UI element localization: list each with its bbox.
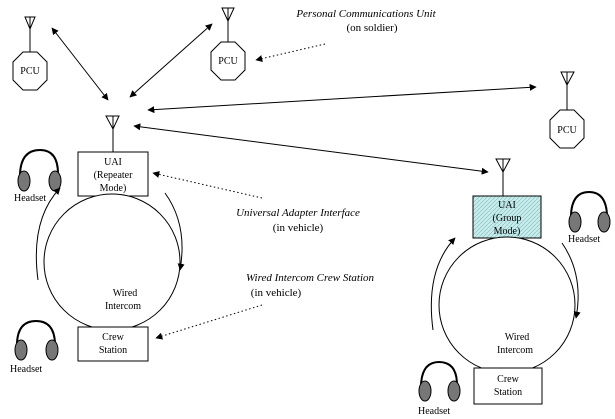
pcu-label: PCU — [218, 56, 238, 67]
headset-label: Headset — [568, 234, 600, 245]
pcu-unit-1: PCU — [12, 16, 48, 91]
crew-station-box: Crew Station — [473, 367, 543, 405]
uai-repeater-line-1: UAI — [104, 157, 122, 168]
uai-group-line-3: Mode) — [494, 226, 521, 237]
headset-label: Headset — [418, 406, 450, 417]
crew-station-box: Crew Station — [77, 326, 149, 362]
annotation-uai-title: Universal Adapter Interface — [236, 207, 360, 219]
uai-repeater-line-3: Mode) — [100, 183, 127, 194]
uai-group-line-2: (Group — [493, 213, 522, 224]
wireless-links — [51, 23, 537, 175]
crew-station-line-2: Station — [99, 345, 127, 356]
annotation-crew-sub: (in vehicle) — [251, 287, 302, 299]
link-uai-group — [133, 123, 489, 175]
wired-intercom-line-2: Intercom — [497, 345, 533, 356]
pcu-unit-2: PCU — [210, 7, 246, 81]
pcu-label: PCU — [20, 66, 40, 77]
headset-icon — [14, 319, 59, 361]
annotation-crew-title: Wired Intercom Crew Station — [246, 272, 375, 284]
crew-station-line-1: Crew — [102, 332, 124, 343]
headset-icon — [568, 190, 611, 233]
headset-label: Headset — [10, 364, 42, 375]
link-pcu3-uai — [147, 83, 537, 114]
crew-station-line-2: Station — [494, 387, 522, 398]
antenna-icon — [495, 158, 511, 196]
headset-label: Headset — [14, 193, 46, 204]
antenna-icon — [560, 71, 575, 110]
annotation-pcu-title: Personal Communications Unit — [295, 8, 436, 20]
annotation-uai-sub: (in vehicle) — [273, 222, 324, 234]
uai-repeater-box: UAI (Repeater Mode) — [77, 151, 149, 197]
link-pcu2-uai — [129, 23, 213, 98]
crew-station-line-1: Crew — [497, 374, 519, 385]
antenna-icon — [24, 16, 36, 52]
wired-intercom-line-1: Wired — [113, 288, 138, 299]
annotation-pcu-sub: (on soldier) — [346, 22, 397, 34]
antenna-icon — [105, 115, 120, 152]
wired-intercom-line-1: Wired — [505, 332, 530, 343]
antenna-icon — [221, 7, 235, 42]
uai-repeater-line-2: (Repeater — [94, 170, 134, 181]
headset-icon — [418, 360, 461, 402]
annotation-uai: Universal Adapter Interface (in vehicle) — [152, 170, 360, 234]
annotation-pcu: Personal Communications Unit (on soldier… — [255, 8, 437, 62]
uai-group-box: UAI (Group Mode) — [472, 195, 542, 239]
wired-intercom-loop: Wired Intercom — [35, 187, 185, 331]
wired-intercom-loop: Wired Intercom — [430, 236, 581, 374]
pcu-label: PCU — [557, 125, 577, 136]
uai-group-line-1: UAI — [498, 200, 516, 211]
link-pcu1-uai — [51, 27, 109, 101]
annotation-crew: Wired Intercom Crew Station (in vehicle) — [155, 272, 375, 340]
wired-intercom-line-2: Intercom — [105, 301, 141, 312]
pcu-unit-3: PCU — [549, 71, 585, 149]
headset-icon — [17, 148, 62, 192]
